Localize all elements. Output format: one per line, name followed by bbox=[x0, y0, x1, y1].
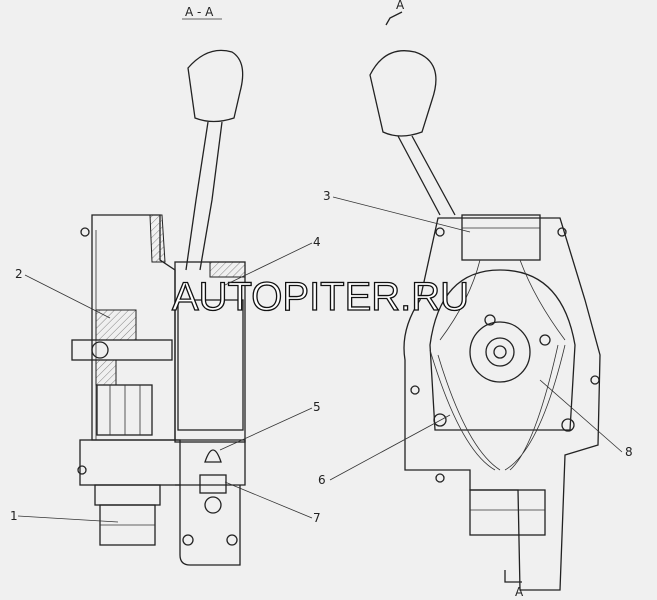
right-view-lever bbox=[369, 50, 456, 216]
section-mark-bottom: A bbox=[515, 585, 524, 599]
callout-5: 5 bbox=[219, 400, 321, 451]
section-mark-top: A bbox=[396, 0, 405, 12]
svg-text:8: 8 bbox=[625, 445, 633, 459]
svg-text:5: 5 bbox=[313, 400, 321, 414]
section-arrow-bottom bbox=[504, 570, 522, 583]
svg-text:2: 2 bbox=[15, 267, 23, 281]
callout-1: 1 bbox=[10, 509, 119, 523]
left-view-lever bbox=[185, 49, 244, 271]
svg-text:6: 6 bbox=[318, 473, 326, 487]
right-view-housing bbox=[403, 214, 601, 591]
watermark: AUTOPITER.RU bbox=[172, 275, 469, 319]
svg-text:1: 1 bbox=[10, 509, 18, 523]
callout-4: 4 bbox=[224, 235, 321, 286]
callout-7: 7 bbox=[224, 481, 321, 525]
section-title: A - A bbox=[185, 5, 214, 19]
left-view-housing bbox=[71, 214, 246, 566]
svg-text:7: 7 bbox=[313, 511, 321, 525]
section-arrow-top bbox=[385, 11, 403, 26]
svg-text:4: 4 bbox=[313, 235, 321, 249]
callout-3: 3 bbox=[323, 189, 471, 233]
callout-8: 8 bbox=[539, 379, 633, 459]
callout-2: 2 bbox=[15, 267, 111, 319]
svg-text:3: 3 bbox=[323, 189, 331, 203]
callout-6: 6 bbox=[318, 414, 451, 487]
